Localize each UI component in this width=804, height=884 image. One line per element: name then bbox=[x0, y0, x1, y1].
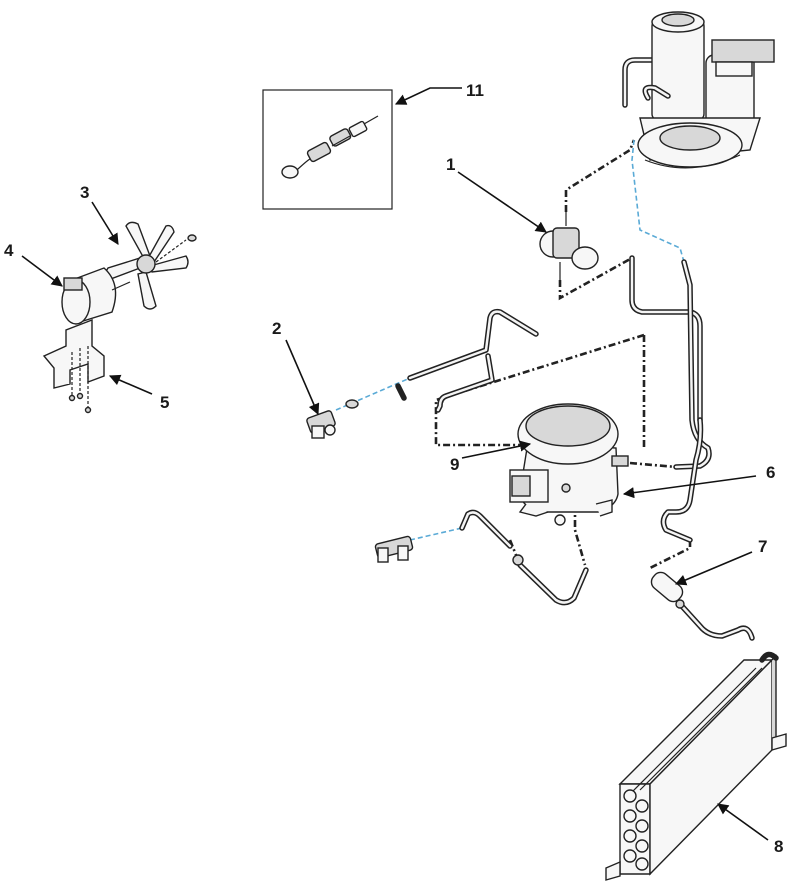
refrigerant-tubing bbox=[395, 255, 755, 641]
part-1-valve bbox=[539, 212, 599, 280]
part-2-fitting bbox=[306, 399, 359, 439]
callout-labels: 1 2 3 4 5 6 7 8 9 11 bbox=[4, 81, 783, 856]
callout-2: 2 bbox=[272, 319, 281, 338]
callout-3: 3 bbox=[80, 183, 89, 202]
callout-11: 11 bbox=[466, 81, 484, 100]
part-9-compressor bbox=[509, 403, 629, 526]
callout-7: 7 bbox=[758, 537, 767, 556]
lower-service-fitting bbox=[374, 535, 524, 566]
callout-5: 5 bbox=[160, 393, 169, 412]
callout-8: 8 bbox=[774, 837, 783, 856]
callout-leaders bbox=[21, 87, 769, 841]
part-5-motor-bracket bbox=[42, 318, 105, 414]
service-fitting-illustration bbox=[281, 115, 379, 179]
inset-box-part-11 bbox=[262, 89, 393, 210]
callout-6: 6 bbox=[766, 463, 775, 482]
part-3-fan-blade bbox=[105, 221, 197, 310]
part-7-filter-drier bbox=[650, 571, 685, 609]
part-4-fan-motor bbox=[61, 267, 131, 325]
callout-1: 1 bbox=[446, 155, 455, 174]
callout-9: 9 bbox=[450, 455, 459, 474]
callout-4: 4 bbox=[4, 241, 14, 260]
evaporator-fan-motor-assembly bbox=[622, 11, 775, 169]
part-8-condenser-coil bbox=[605, 651, 787, 881]
coil-return-bends bbox=[623, 789, 649, 871]
